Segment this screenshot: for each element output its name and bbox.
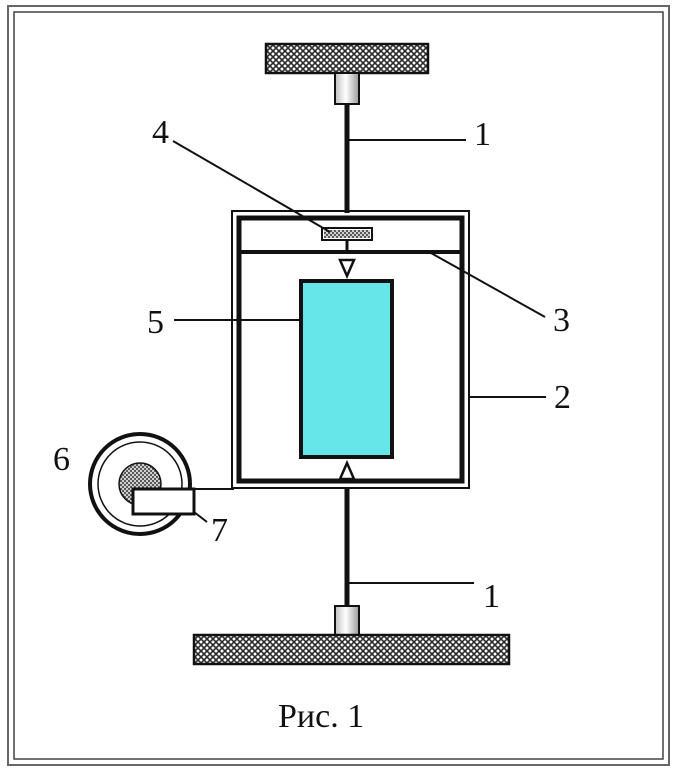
label-5: 5	[147, 304, 164, 341]
load-sensor	[321, 227, 373, 252]
label-2: 2	[554, 379, 571, 416]
recorder-pointer	[131, 487, 234, 516]
label-7: 7	[211, 512, 228, 549]
label-4: 4	[152, 114, 169, 151]
leader-line-3	[430, 252, 546, 318]
loading-frame	[231, 210, 470, 489]
upper-knife-edge	[338, 258, 356, 280]
specimen	[299, 279, 394, 459]
leader-line-7	[193, 511, 208, 523]
leader-line-4	[172, 140, 331, 233]
figure-caption: Рис. 1	[278, 698, 364, 735]
lower-knife-edge	[338, 459, 356, 481]
recording-drum	[88, 432, 192, 536]
bottom-support-plate	[192, 633, 511, 666]
label-3: 3	[553, 302, 570, 339]
top-clamp	[334, 72, 360, 105]
label-6: 6	[53, 441, 70, 478]
top-support-plate	[264, 42, 430, 75]
bottom-clamp	[334, 605, 360, 636]
label-1-bottom: 1	[483, 578, 500, 615]
label-1-top: 1	[474, 116, 491, 153]
page-border	[7, 5, 670, 766]
